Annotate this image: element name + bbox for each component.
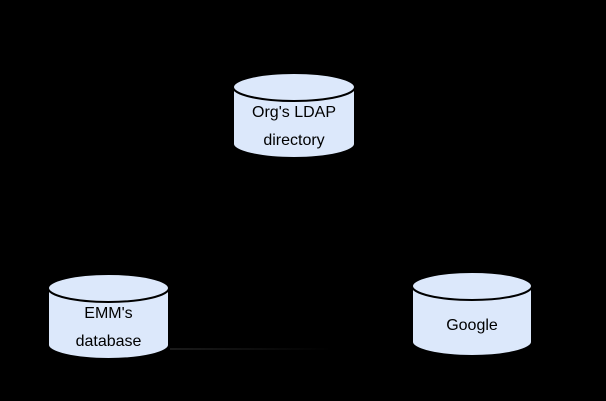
database-cylinder-icon bbox=[232, 72, 356, 159]
faint-connector-line bbox=[170, 348, 332, 350]
database-cylinder-icon bbox=[411, 271, 533, 357]
node-emm-database: EMM's database bbox=[47, 273, 170, 360]
node-org-ldap-directory: Org's LDAP directory bbox=[232, 72, 356, 159]
node-google: Google bbox=[411, 271, 533, 357]
database-cylinder-icon bbox=[47, 273, 170, 360]
